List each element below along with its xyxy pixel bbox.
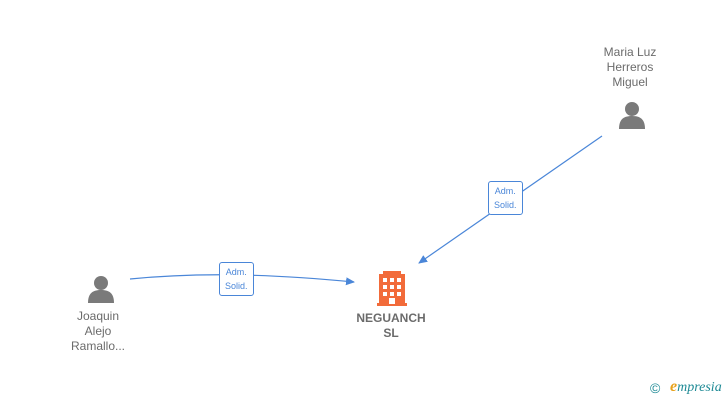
brand-logo-text: mpresia xyxy=(677,380,722,395)
company-name[interactable]: NEGUANCH SL xyxy=(356,311,426,340)
person-name-joaquin[interactable]: Joaquin Alejo Ramallo... xyxy=(70,309,126,353)
brand-logo-initial: e xyxy=(670,378,678,395)
person-icon[interactable] xyxy=(619,102,645,129)
edge-label-left: Adm. Solid. xyxy=(219,262,254,296)
edge-label-top: Adm. Solid. xyxy=(488,181,523,215)
person-icon[interactable] xyxy=(88,276,114,303)
person-name-maria-luz[interactable]: Maria Luz Herreros Miguel xyxy=(603,45,657,89)
copyright-symbol: © xyxy=(650,380,661,396)
building-icon[interactable] xyxy=(377,271,407,306)
brand-logo[interactable]: empresia xyxy=(670,379,722,396)
